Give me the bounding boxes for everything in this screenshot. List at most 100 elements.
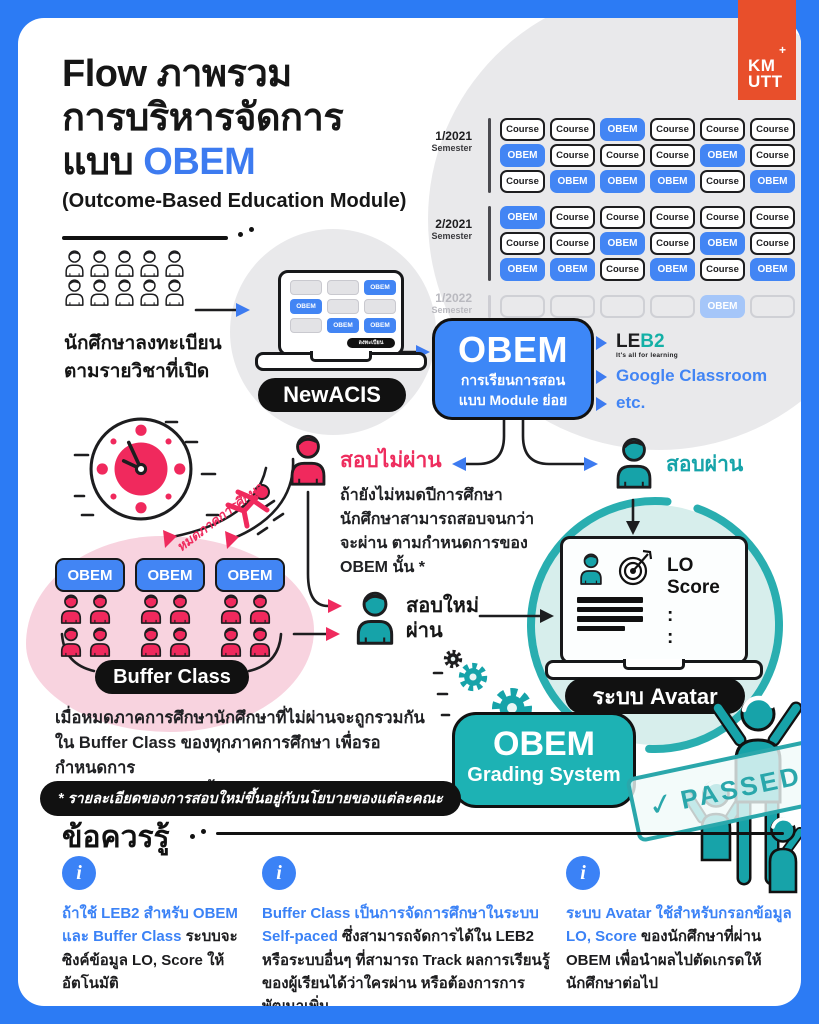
students-group bbox=[63, 250, 186, 306]
course-pill: Course bbox=[650, 232, 695, 255]
course-pill: Course bbox=[600, 144, 645, 167]
avatar-laptop-base bbox=[545, 659, 763, 680]
course-pill: Course bbox=[550, 206, 595, 229]
course-pill: Course bbox=[550, 144, 595, 167]
empty-pill bbox=[327, 299, 359, 314]
lms-item-google-classroom: Google Classroom bbox=[596, 366, 786, 386]
obem-pill: OBEM bbox=[500, 206, 545, 229]
student-icon bbox=[138, 279, 161, 306]
course-pill: Course bbox=[550, 232, 595, 255]
student-icon bbox=[58, 594, 84, 624]
leb2-tagline: It's all for learning bbox=[616, 352, 679, 359]
decor-dots bbox=[201, 829, 206, 834]
info-icon: i bbox=[62, 856, 96, 890]
flow-connectors bbox=[60, 303, 640, 717]
tips-divider bbox=[216, 832, 784, 835]
fail-note: ถ้ายังไม่หมดปีการศึกษา นักศึกษาสามารถสอบ… bbox=[340, 487, 535, 576]
obem-pill: OBEM bbox=[650, 258, 695, 281]
obem-pill: OBEM bbox=[750, 258, 795, 281]
course-pill: Course bbox=[700, 170, 745, 193]
empty-pill bbox=[500, 295, 545, 318]
empty-pill bbox=[290, 280, 322, 295]
course-pill: Course bbox=[700, 206, 745, 229]
empty-pill bbox=[750, 295, 795, 318]
laptop-notch bbox=[623, 659, 685, 670]
student-icon bbox=[88, 250, 111, 277]
student-icon bbox=[87, 594, 113, 624]
student-icon bbox=[113, 279, 136, 306]
obem-pill: OBEM bbox=[500, 258, 545, 281]
register-button[interactable]: ลงทะเบียน bbox=[347, 338, 395, 348]
checkmark-icon: ✓ bbox=[645, 785, 677, 824]
course-pill: Course bbox=[600, 206, 645, 229]
empty-pill bbox=[600, 295, 645, 318]
student-icon bbox=[138, 594, 164, 624]
obem-pill: OBEM bbox=[650, 170, 695, 193]
student-icon bbox=[247, 627, 273, 657]
student-icon bbox=[163, 279, 186, 306]
obem-pill: OBEM bbox=[290, 299, 322, 314]
obem-pill: OBEM bbox=[750, 170, 795, 193]
bullet-triangle-icon bbox=[596, 397, 607, 412]
semester-label-2-2021: 2/2021 Semester bbox=[431, 217, 472, 242]
fail-student-icon bbox=[286, 434, 330, 486]
falling-student-icon bbox=[225, 484, 270, 529]
course-pill: Course bbox=[650, 144, 695, 167]
obem-pill: OBEM bbox=[700, 295, 745, 318]
course-pill: Course bbox=[750, 232, 795, 255]
buffer-students-group bbox=[58, 594, 113, 657]
gear-icon bbox=[456, 660, 490, 694]
page-title: Flow ภาพรวม การบริหารจัดการ แบบ OBEM bbox=[62, 53, 344, 184]
pass-label: สอบผ่าน bbox=[666, 453, 744, 476]
empty-pill bbox=[550, 295, 595, 318]
semester-bar bbox=[488, 206, 491, 281]
obem-pill: OBEM bbox=[364, 280, 396, 295]
obem-pill: OBEM bbox=[550, 170, 595, 193]
student-icon bbox=[218, 627, 244, 657]
obem-pill: OBEM bbox=[700, 144, 745, 167]
obem-pill: OBEM bbox=[600, 170, 645, 193]
semester-label-1-2021: 1/2021 Semester bbox=[431, 129, 472, 154]
lms-list: LEB2 It's all for learning Google Classr… bbox=[596, 332, 786, 421]
info-icon: i bbox=[262, 856, 296, 890]
bullet-triangle-icon bbox=[596, 370, 607, 384]
tip-highlight: ระบบ Avatar ใช้สำหรับกรอกข้อมูล LO, Scor… bbox=[566, 905, 792, 946]
laptop-notch bbox=[310, 351, 372, 362]
obem-pill: OBEM bbox=[327, 318, 359, 333]
text-lines bbox=[577, 597, 647, 635]
course-pill: Course bbox=[550, 118, 595, 141]
buffer-students-group bbox=[218, 594, 273, 657]
empty-pill bbox=[364, 299, 396, 314]
newacis-laptop-base bbox=[255, 351, 427, 371]
kmutt-logo: + KM UTT bbox=[738, 0, 796, 100]
obem-pill: OBEM bbox=[600, 118, 645, 141]
tip-body: ของนักศึกษาที่ผ่าน OBEM เพื่อนำผลไปตัดเก… bbox=[566, 928, 762, 992]
obem-module-box: OBEM การเรียนการสอน แบบ Module ย่อย bbox=[432, 318, 594, 420]
tip-highlight: Buffer Class เป็นการจัดการศึกษาในระบบ Se… bbox=[262, 905, 539, 946]
student-icon bbox=[167, 594, 193, 624]
retake-label: สอบใหม่ ผ่าน bbox=[406, 595, 480, 642]
student-icon bbox=[87, 627, 113, 657]
tip-item-avatar: i ระบบ Avatar ใช้สำหรับกรอกข้อมูล LO, Sc… bbox=[566, 856, 798, 995]
pass-student-icon bbox=[612, 436, 656, 490]
empty-pill bbox=[650, 295, 695, 318]
tips-heading: ข้อควรรู้ bbox=[62, 821, 170, 854]
obem-pill: OBEM bbox=[700, 232, 745, 255]
student-icon bbox=[167, 627, 193, 657]
target-icon bbox=[618, 549, 653, 586]
deadline-clock-icon bbox=[89, 417, 193, 521]
bullet-triangle-icon bbox=[596, 336, 607, 350]
tip-item-buffer-class: i Buffer Class เป็นการจัดการศึกษาในระบบ … bbox=[262, 856, 562, 1006]
buffer-obem-box: OBEM bbox=[55, 558, 125, 592]
title-divider bbox=[62, 236, 228, 240]
course-pill: Course bbox=[500, 170, 545, 193]
student-icon bbox=[63, 279, 86, 306]
obem-pill: OBEM bbox=[500, 144, 545, 167]
course-pill: Course bbox=[650, 206, 695, 229]
course-pill: Course bbox=[600, 258, 645, 281]
tip-item-leb2: i ถ้าใช้ LEB2 สำหรับ OBEM และ Buffer Cla… bbox=[62, 856, 258, 995]
course-pill: Course bbox=[750, 118, 795, 141]
semester-bar bbox=[488, 295, 491, 318]
